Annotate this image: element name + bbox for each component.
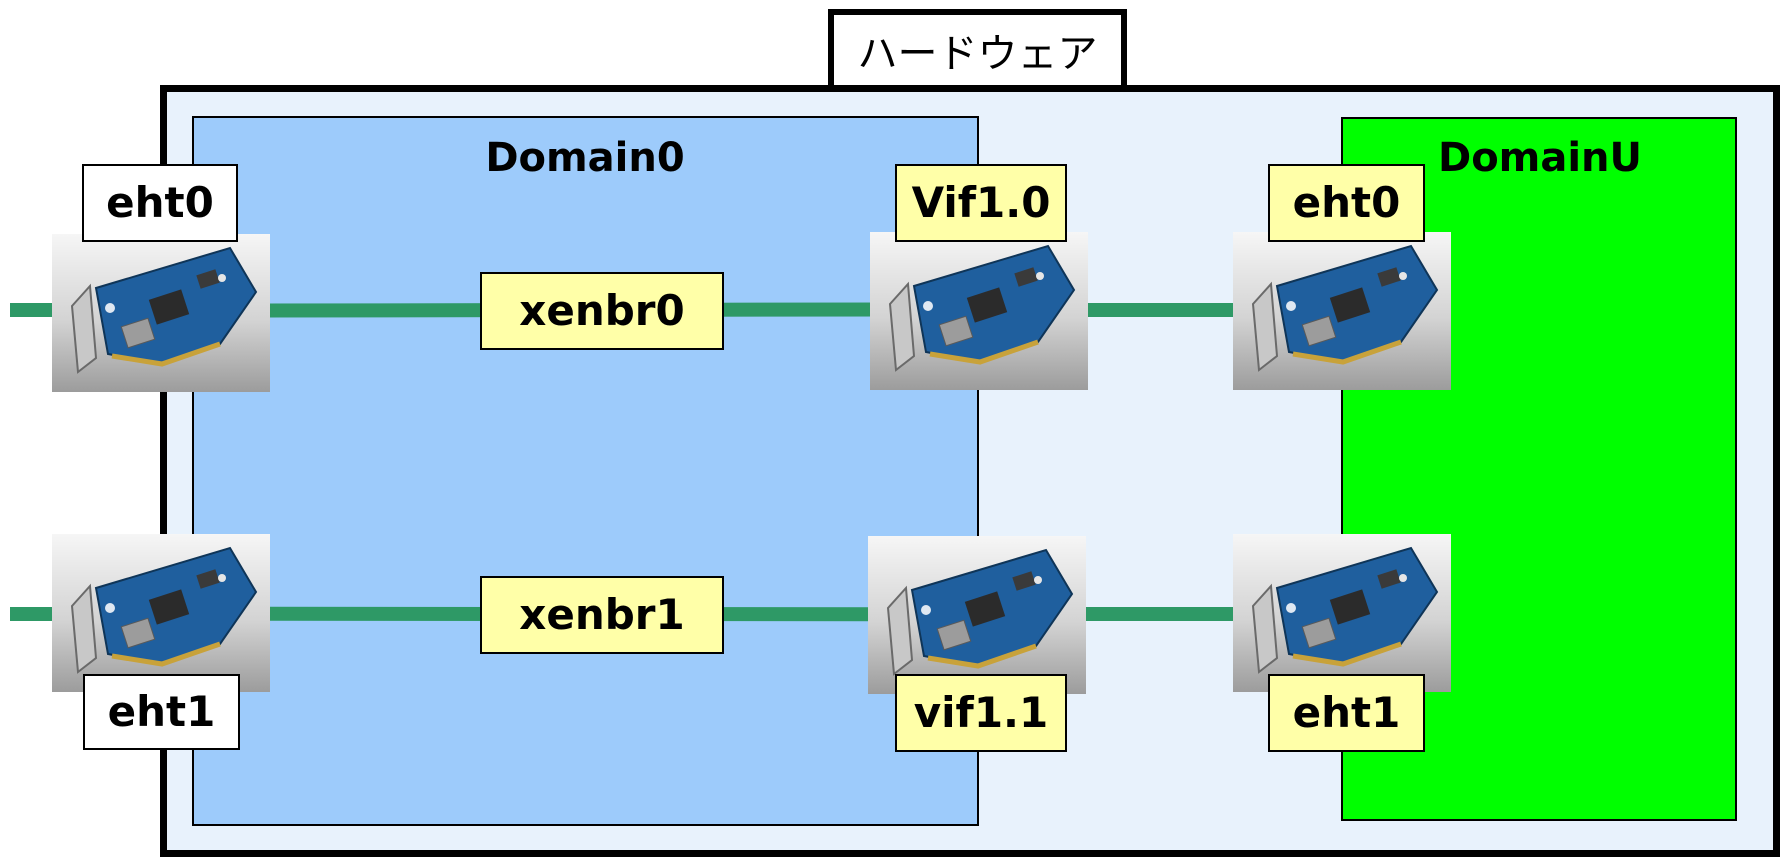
- network-card-icon: [1233, 534, 1451, 692]
- label-eth0-guest: eht0: [1268, 164, 1425, 242]
- label-xenbr1: xenbr1: [480, 576, 724, 654]
- network-card-icon: [870, 232, 1088, 390]
- hardware-title: ハードウェア: [828, 9, 1127, 91]
- network-card-icon: [52, 534, 270, 692]
- label-eth0-host: eht0: [82, 164, 238, 242]
- domain0-title: Domain0: [485, 135, 685, 181]
- domain0-container: [192, 116, 979, 826]
- label-xenbr0: xenbr0: [480, 272, 724, 350]
- label-vif1-0: Vif1.0: [895, 164, 1067, 242]
- label-eth1-guest: eht1: [1268, 674, 1425, 752]
- link-vif1-guest-eth1: [1080, 607, 1240, 621]
- label-vif1-1: vif1.1: [895, 674, 1067, 752]
- network-card-icon: [1233, 232, 1451, 390]
- link-vif0-guest-eth0: [1080, 303, 1240, 317]
- network-card-icon: [52, 234, 270, 392]
- network-card-icon: [868, 536, 1086, 694]
- domainu-title: DomainU: [1437, 135, 1643, 181]
- label-eth1-host: eht1: [83, 674, 240, 750]
